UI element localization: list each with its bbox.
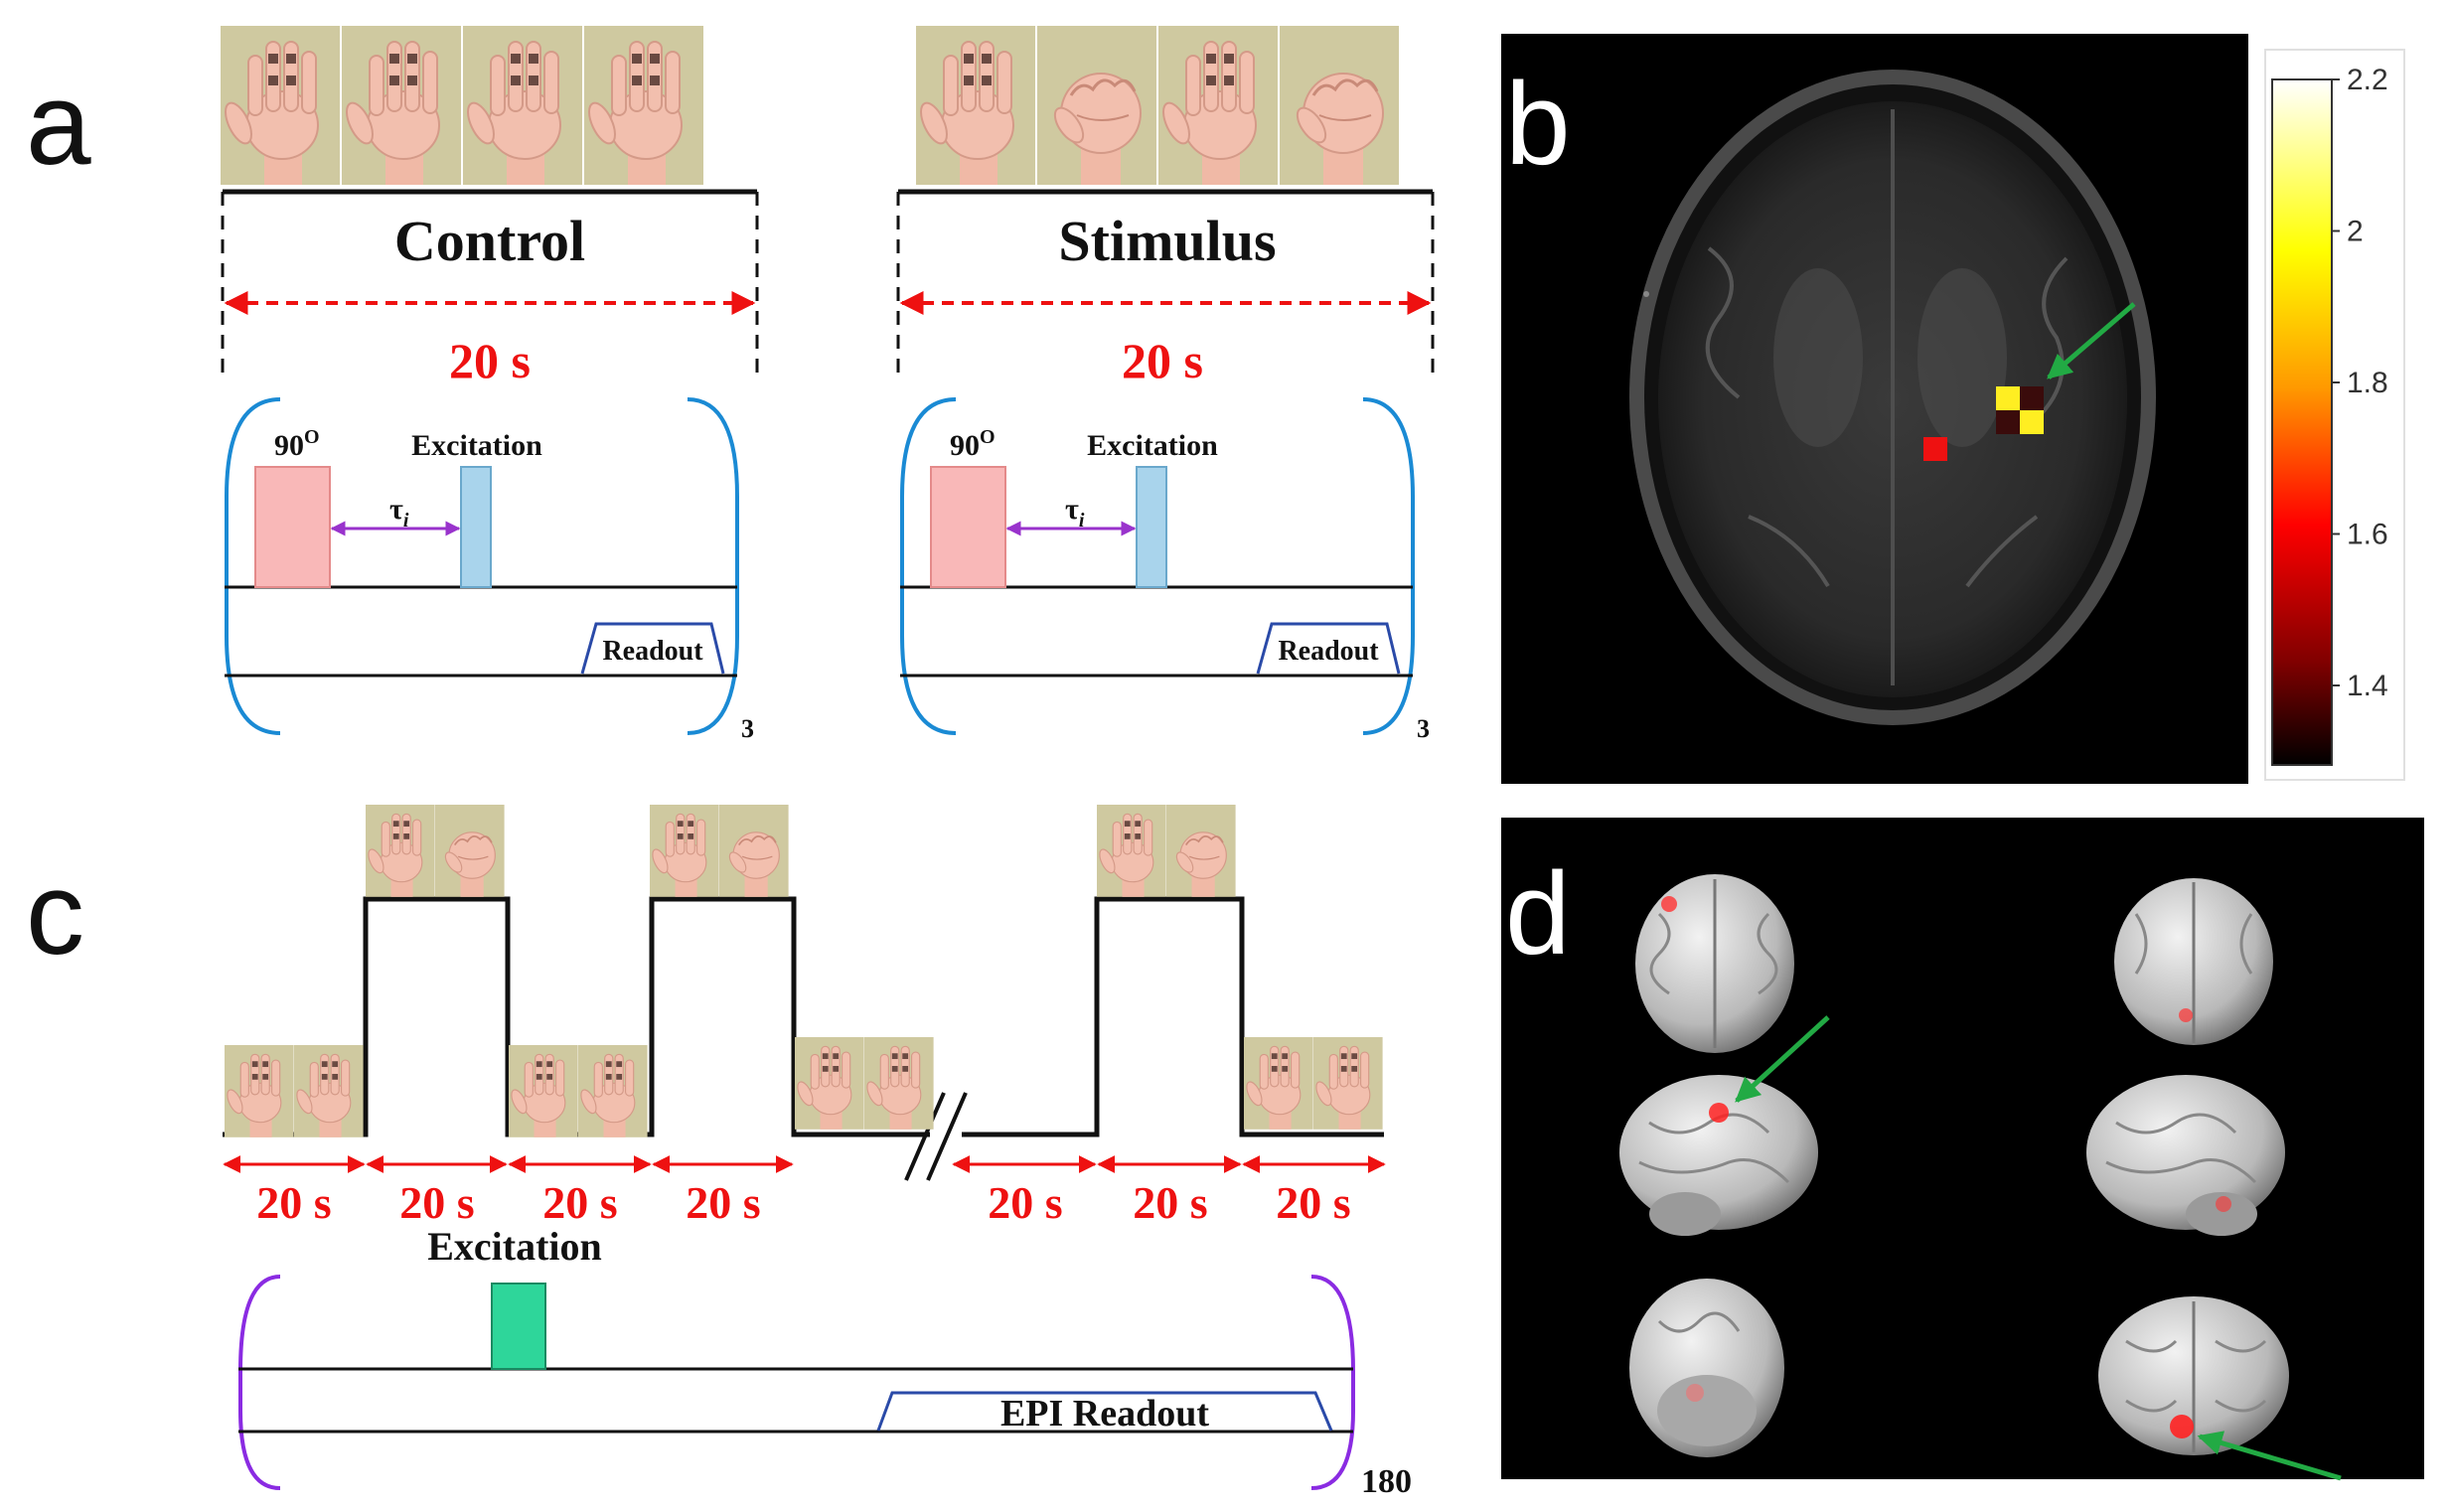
excitation-pulse (460, 466, 492, 588)
duration-label: 20 s (399, 1177, 474, 1228)
brain-back-view (2114, 878, 2273, 1045)
brain-superior-view (2098, 1296, 2289, 1455)
activation-arrow (1735, 1015, 1830, 1103)
hand-open-image (340, 25, 462, 186)
duration-label: 20 s (988, 1177, 1062, 1228)
duration-label: 20 s (542, 1177, 617, 1228)
excitation-label: Excitation (411, 429, 542, 462)
hand-open-image (1156, 25, 1279, 186)
brain-renders (1619, 874, 2289, 1457)
duration-label: 20 s (686, 1177, 760, 1228)
90-degree-pulse (254, 466, 331, 588)
stimulus-pulse-sequence: 90O Excitation τi Readout 3 (900, 397, 1430, 743)
panel-a-letter: a (26, 59, 91, 190)
excitation-label: Excitation (427, 1224, 602, 1269)
colorbar: 2.2 2 1.8 1.6 1.4 (2255, 34, 2424, 784)
hand-open-image (461, 25, 583, 186)
colorbar-tick-label: 2.2 (2347, 64, 2388, 96)
block-duration-labels: 20 s 20 s 20 s 20 s 20 s 20 s 20 s (256, 1177, 1350, 1228)
hand-open-image (219, 25, 341, 186)
epi-readout-gradient (876, 1391, 1333, 1432)
block-hand-images (224, 804, 1384, 1138)
stimulus-hand-images (914, 24, 1401, 187)
hand-open-image (914, 25, 1036, 186)
repeat-count: 3 (741, 714, 754, 743)
stimulus-block: Stimulus 20 s 90O Excitation τi Readout … (896, 24, 1435, 743)
colorbar-tick-label: 2 (2347, 216, 2364, 248)
colorbar-gradient (2271, 78, 2333, 766)
readout-gradient (580, 622, 725, 675)
hand-fist-image (1278, 24, 1401, 187)
epi-excitation-pulse (491, 1283, 546, 1370)
hand-fist-image (1035, 24, 1158, 187)
brain-left-lateral-view (1619, 1075, 1818, 1236)
panel-d-letter: d (1505, 848, 1571, 980)
panel-d: d (1501, 818, 2424, 1481)
readout-label: Readout (602, 636, 703, 667)
brain-inferior-view (1629, 1279, 1784, 1457)
brain-mri-slice (1629, 70, 2156, 725)
panel-c-letter: c (26, 848, 84, 980)
panel-b: b 2.2 2 1.8 1.6 1.4 (1501, 34, 2424, 784)
repeat-count: 180 (1361, 1463, 1412, 1500)
duration-label: 20 s (1133, 1177, 1207, 1228)
epi-readout-label: EPI Readout (1000, 1393, 1209, 1435)
brain-front-view (1635, 874, 1794, 1053)
readout-label: Readout (1278, 636, 1379, 667)
readout-gradient (1256, 622, 1401, 675)
control-label: Control (394, 209, 585, 273)
svg-text:90O: 90O (274, 426, 320, 462)
duration-label: 20 s (1276, 1177, 1350, 1228)
activation-voxels (1923, 386, 2044, 461)
hand-open-image (582, 25, 704, 186)
colorbar-tick-label: 1.4 (2347, 670, 2388, 702)
control-duration: 20 s (449, 333, 531, 388)
panel-c: c (26, 804, 1412, 1500)
colorbar-tick-label: 1.6 (2347, 519, 2388, 551)
colorbar-tick-label: 1.8 (2347, 367, 2388, 399)
duration-label: 20 s (256, 1177, 331, 1228)
stimulus-label: Stimulus (1058, 209, 1276, 273)
90-degree-pulse (930, 466, 1006, 588)
activation-arrow (2047, 302, 2136, 379)
tau-label: τi (389, 493, 409, 531)
control-block: Control 20 s 90O Excitation τi Readout 3 (219, 25, 759, 743)
panel-a: a Control 20 s 90O (26, 24, 1435, 743)
activation-arrow (2197, 1431, 2342, 1481)
tau-label: τi (1065, 493, 1085, 531)
brain-right-lateral-view (2086, 1075, 2285, 1236)
excitation-label: Excitation (1087, 429, 1218, 462)
repeat-count: 3 (1417, 714, 1430, 743)
stimulus-duration: 20 s (1122, 333, 1203, 388)
epi-pulse-sequence: Excitation EPI Readout 180 (238, 1224, 1412, 1500)
svg-text:90O: 90O (950, 426, 996, 462)
panel-b-letter: b (1505, 59, 1571, 190)
excitation-pulse (1136, 466, 1167, 588)
control-pulse-sequence: 90O Excitation τi Readout 3 (225, 397, 754, 743)
control-hand-images (219, 25, 704, 186)
